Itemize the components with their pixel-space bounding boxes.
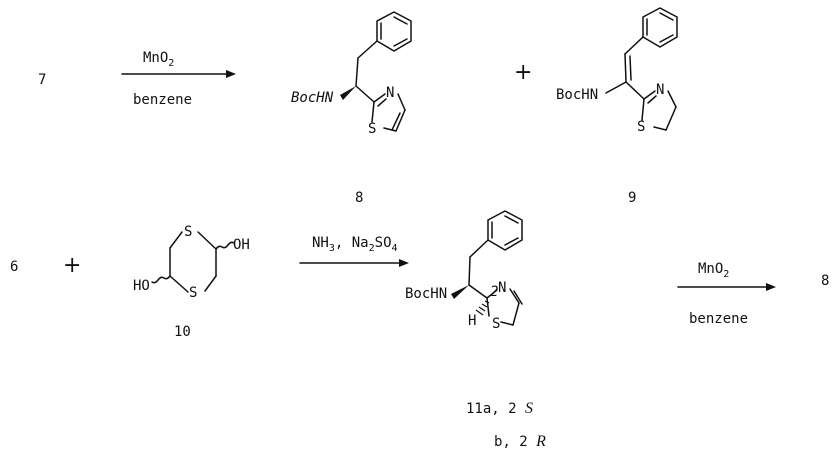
- reaction-arrow-1: [121, 70, 236, 78]
- plus-sign: +: [514, 60, 532, 85]
- thiazoline-n-label: N: [656, 82, 664, 98]
- thiazole-s-label: S: [368, 121, 376, 137]
- bochn-group-label: BocHN: [291, 90, 334, 106]
- reagent-mno2-label: MnO2: [698, 261, 729, 280]
- thiazoline-n-label: N: [498, 280, 506, 296]
- plus-sign: +: [63, 253, 81, 278]
- hydrogen-label: H: [468, 313, 476, 329]
- thiazole-n-label: N: [386, 85, 394, 101]
- compound-11-structure: [451, 210, 523, 326]
- compound-8-label: 8: [821, 273, 829, 289]
- reagent-benzene-label: benzene: [133, 92, 192, 108]
- hydroxyl-left-label: HO: [133, 278, 150, 294]
- compound-7-label: 7: [38, 72, 46, 88]
- compound-11a-label: 11a, 2 S: [466, 400, 533, 417]
- stereocenter-index-label: 2: [490, 284, 498, 300]
- compound-9-label: 9: [628, 190, 636, 206]
- thiazoline-s-label: S: [492, 316, 500, 332]
- conditions-label: NH3, Na2SO4: [312, 235, 398, 254]
- compound-8-label: 8: [355, 190, 363, 206]
- bochn-group-label: BocHN: [405, 286, 447, 302]
- dithiane-s-bottom-label: S: [189, 285, 197, 301]
- thiazoline-s-label: S: [637, 119, 645, 135]
- hydroxyl-right-label: OH: [233, 237, 250, 253]
- compound-10-structure: [151, 231, 235, 293]
- compound-8-structure: [340, 11, 412, 132]
- compound-10-label: 10: [174, 324, 191, 340]
- reagent-mno2-label: MnO2: [143, 50, 174, 69]
- compound-11b-label: b, 2 R: [494, 433, 546, 450]
- bochn-group-label: BocHN: [556, 87, 598, 103]
- reaction-arrow-2: [299, 259, 409, 267]
- compound-9-structure: [605, 7, 678, 131]
- compound-6-label: 6: [10, 259, 18, 275]
- reaction-arrow-3: [677, 283, 776, 291]
- reagent-benzene-label: benzene: [689, 311, 748, 327]
- dithiane-s-top-label: S: [184, 224, 192, 240]
